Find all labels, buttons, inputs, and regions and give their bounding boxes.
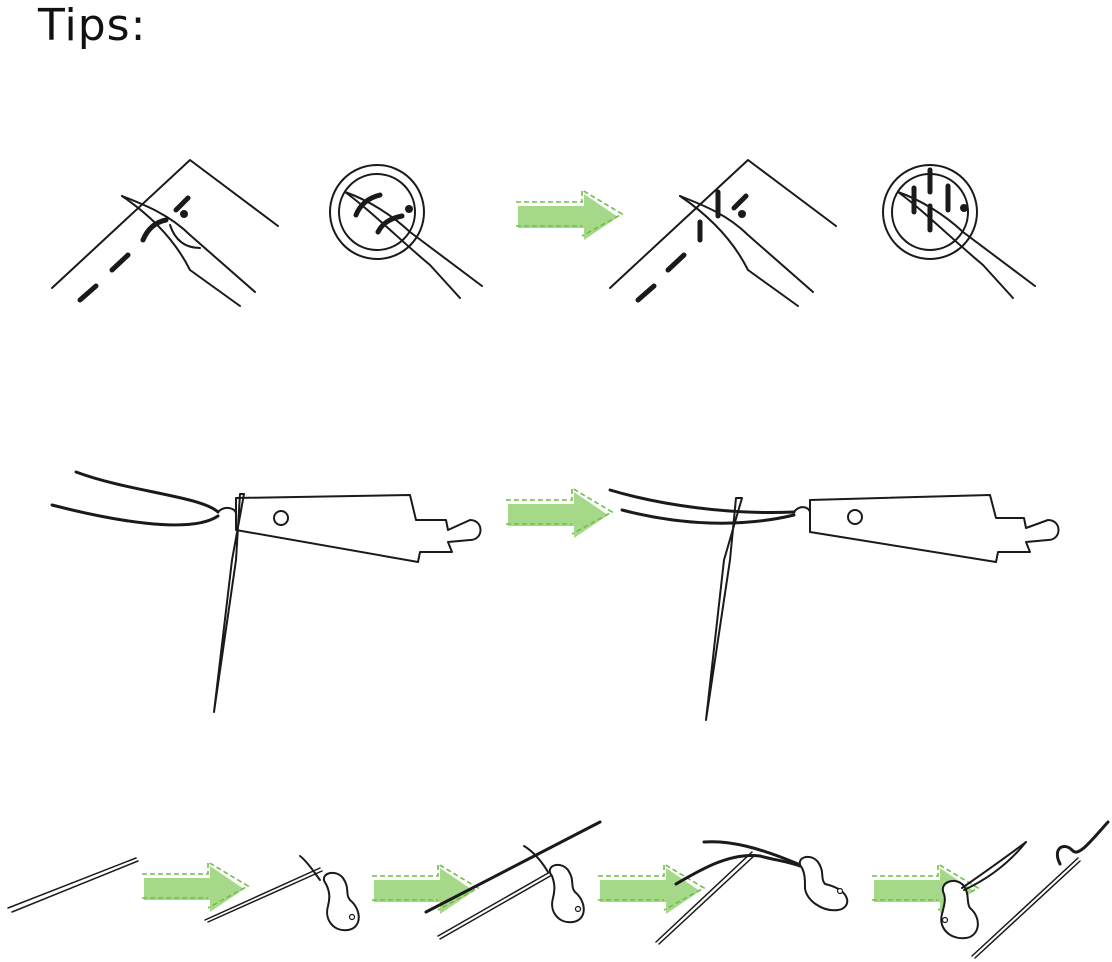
gourd-threader-step5 bbox=[940, 820, 1110, 959]
gourd-threader-step4 bbox=[655, 840, 849, 945]
gourd-threader-step1 bbox=[7, 857, 139, 913]
fabric-needle-step2 bbox=[609, 159, 837, 307]
button-needle-step1 bbox=[329, 164, 483, 299]
green-arrow-icon bbox=[597, 863, 705, 915]
threader-step1 bbox=[50, 470, 482, 713]
page-title: Tips: bbox=[38, 0, 147, 51]
green-arrow-icon bbox=[515, 189, 623, 241]
button-needle-step2 bbox=[882, 164, 1036, 299]
gourd-threader-step3 bbox=[424, 820, 602, 940]
green-arrow-icon bbox=[371, 863, 479, 915]
gourd-threader-step2 bbox=[204, 855, 360, 932]
threader-step2 bbox=[608, 488, 1060, 721]
green-arrow-icon bbox=[505, 487, 613, 539]
fabric-needle-step1 bbox=[51, 159, 279, 307]
green-arrow-icon bbox=[141, 861, 249, 913]
